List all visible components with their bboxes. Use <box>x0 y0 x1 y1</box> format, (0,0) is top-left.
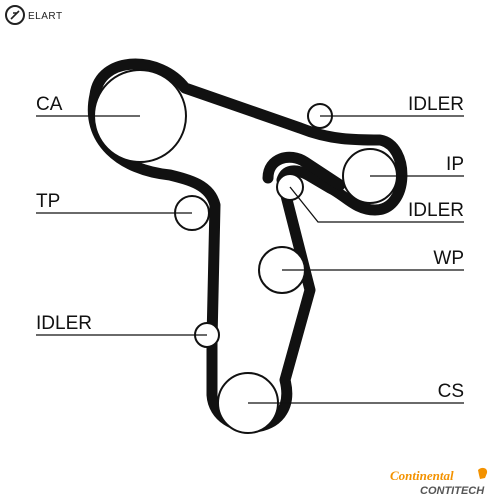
timing-belt-main <box>87 58 408 433</box>
elart-logo-icon-stroke <box>10 10 20 20</box>
label-idler-right: IDLER <box>408 200 464 221</box>
timing-belt-inner <box>262 151 346 191</box>
label-ip: IP <box>446 154 464 175</box>
label-tp: TP <box>36 191 60 212</box>
continental-logo: Continental CONTITECH <box>390 467 488 497</box>
label-ca: CA <box>36 94 63 115</box>
continental-horse-icon <box>478 467 488 479</box>
contitech-wordmark: CONTITECH <box>420 485 485 497</box>
label-idler-top: IDLER <box>408 94 464 115</box>
label-wp: WP <box>433 248 464 269</box>
elart-logo-icon <box>5 5 25 25</box>
leader-idler-right <box>289 186 464 223</box>
brand-name: ELART <box>28 11 63 22</box>
continental-wordmark: Continental <box>390 468 454 483</box>
label-cs: CS <box>438 381 464 402</box>
elart-logo: ELART <box>5 5 63 25</box>
label-idler-left: IDLER <box>36 313 92 334</box>
